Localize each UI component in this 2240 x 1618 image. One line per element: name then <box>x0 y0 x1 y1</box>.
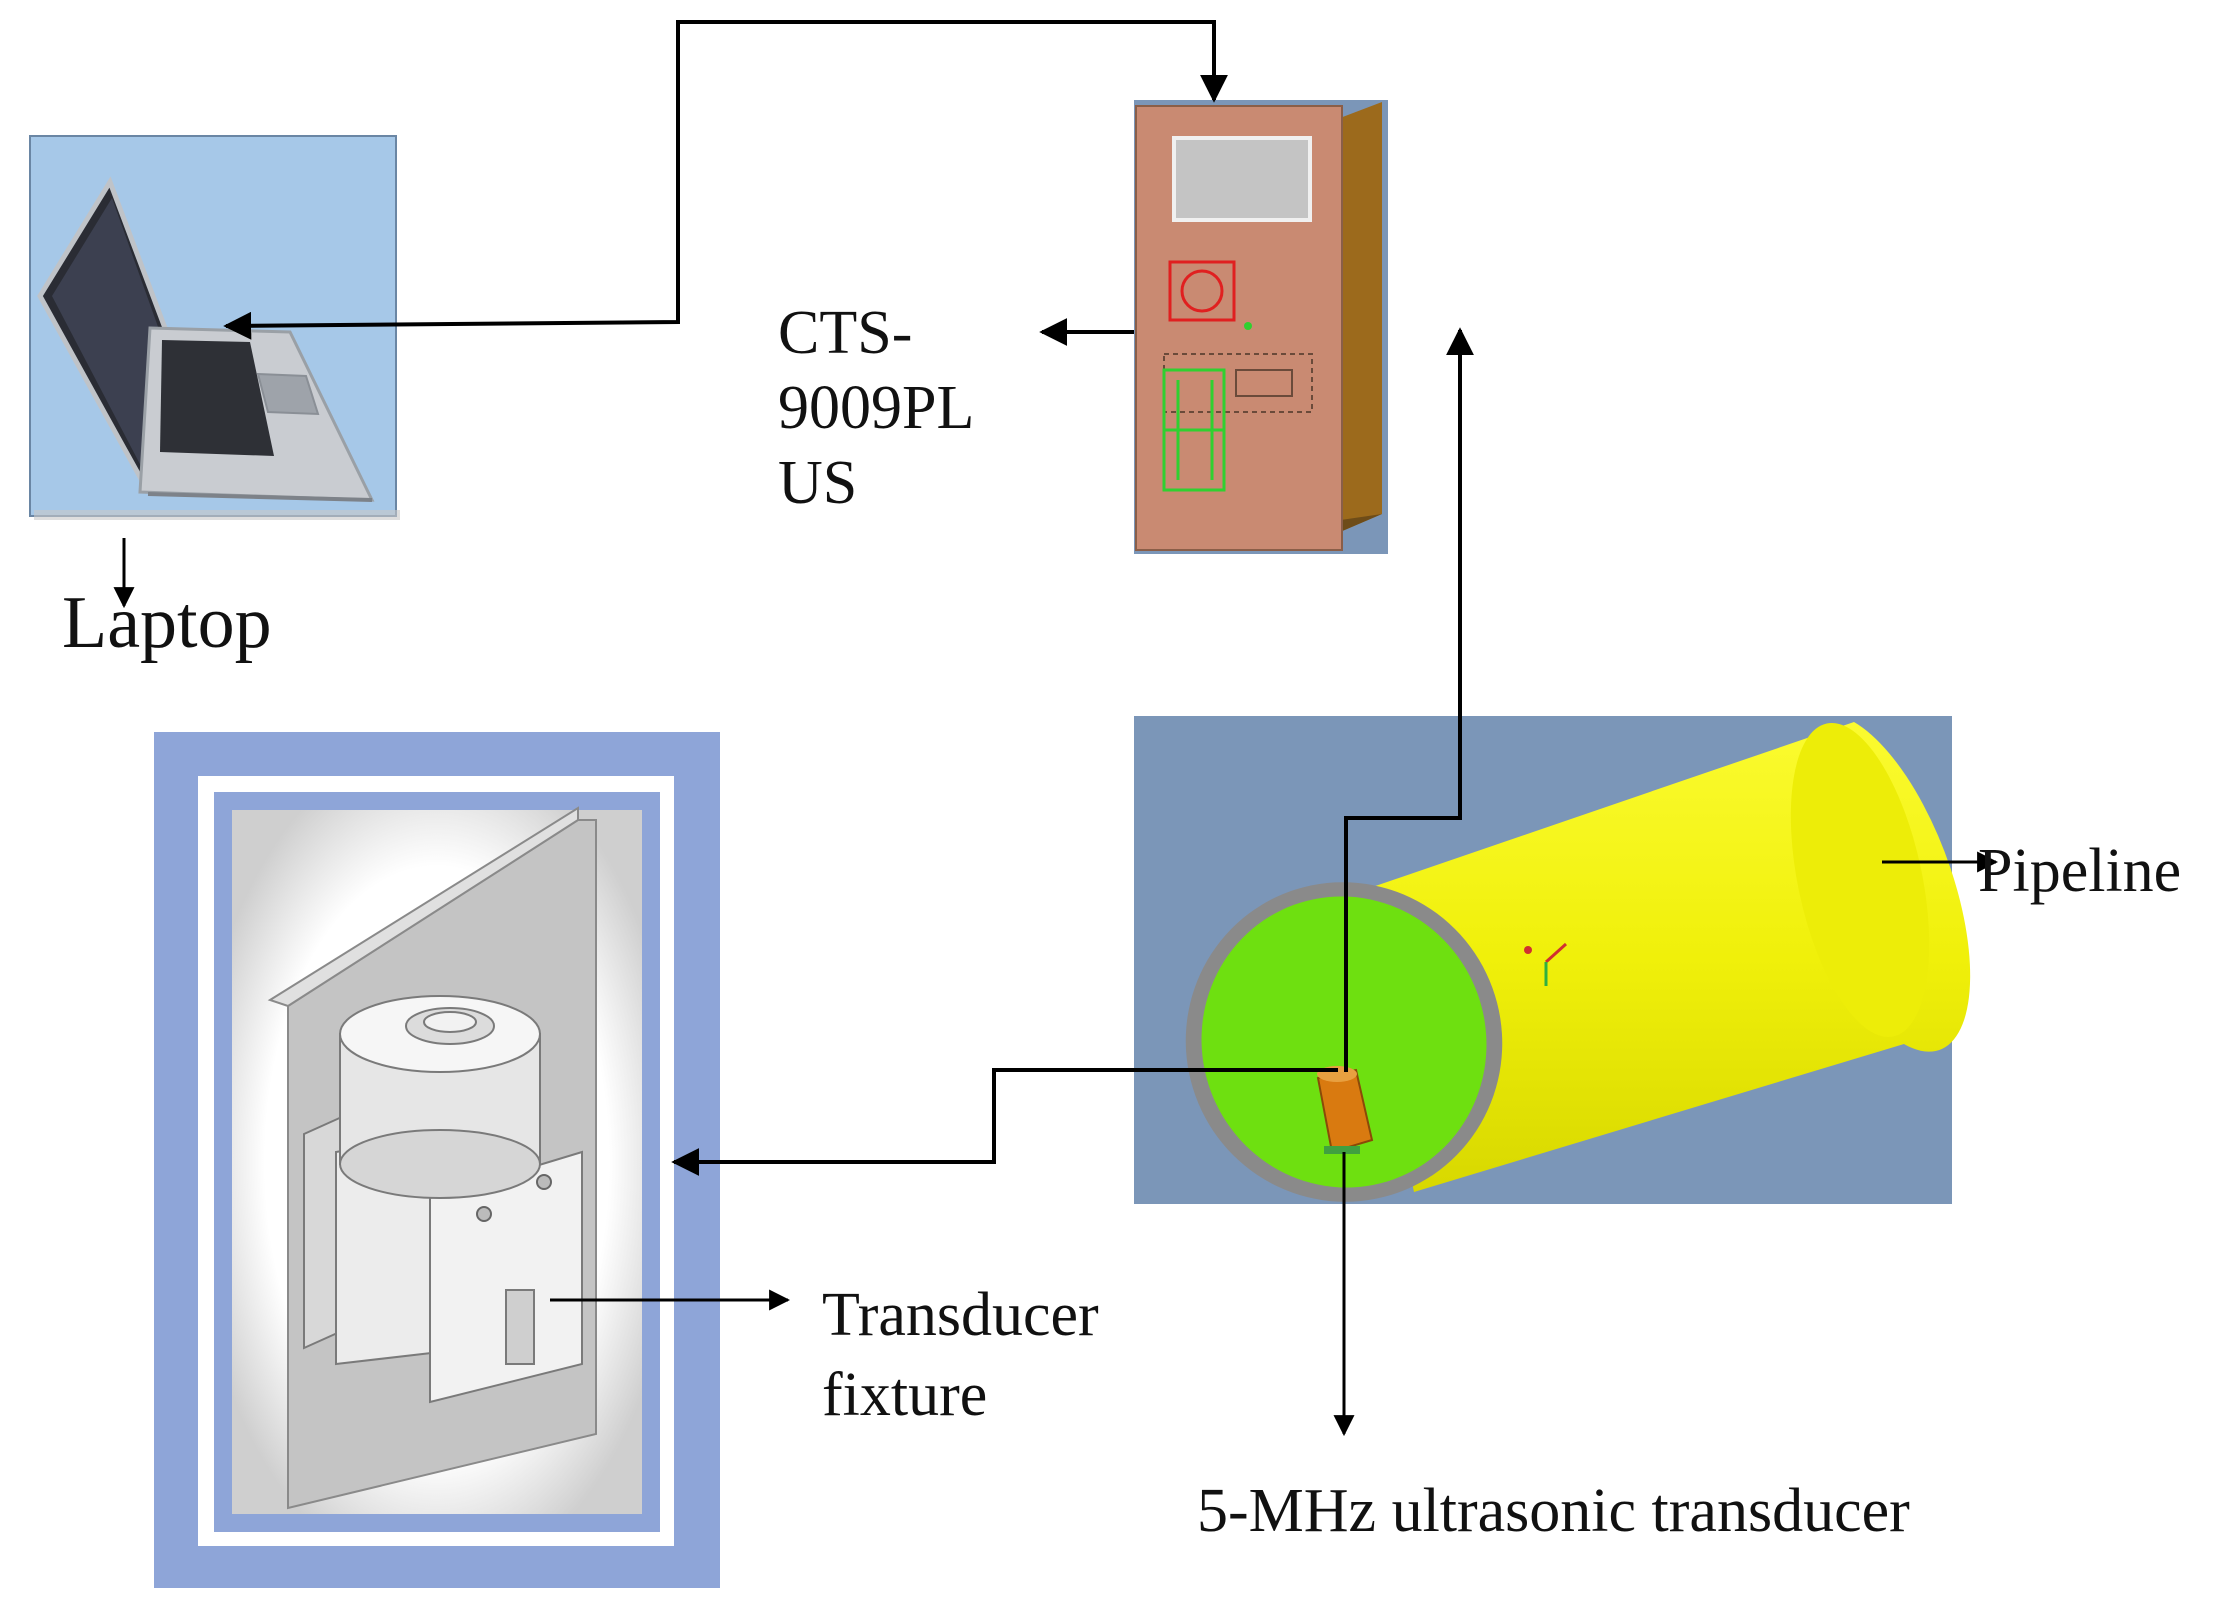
transducer-label: 5-MHz ultrasonic transducer <box>1197 1477 1910 1545</box>
pipeline-image <box>1134 716 1971 1204</box>
device-label-line-1: CTS- <box>778 299 913 367</box>
transducer-fixture-cable <box>671 1068 1338 1176</box>
ultrasonic-device-image <box>1134 100 1388 554</box>
device-label-line-3: US <box>778 449 858 517</box>
laptop-label: Laptop <box>62 582 272 664</box>
device-label-line-2: 9009PL <box>778 374 975 442</box>
device-label: CTS- 9009PL US <box>778 296 974 521</box>
connections <box>113 20 1999 1437</box>
transducer-fixture-icon <box>267 806 597 1510</box>
laptop-device-cable <box>223 20 1228 340</box>
fixture-label-line-1: Transducer <box>822 1281 1099 1349</box>
pipeline-label: Pipeline <box>1978 837 2182 905</box>
fixture-label-line-2: fixture <box>822 1361 988 1429</box>
ultrasonic-device-icon <box>1135 102 1382 551</box>
laptop-image <box>29 135 400 520</box>
fixture-label: Transducer fixture <box>822 1275 1099 1435</box>
transducer-fixture-image <box>154 732 720 1588</box>
device-pipeline-cable <box>1344 327 1474 1072</box>
laptop-icon <box>37 176 375 502</box>
